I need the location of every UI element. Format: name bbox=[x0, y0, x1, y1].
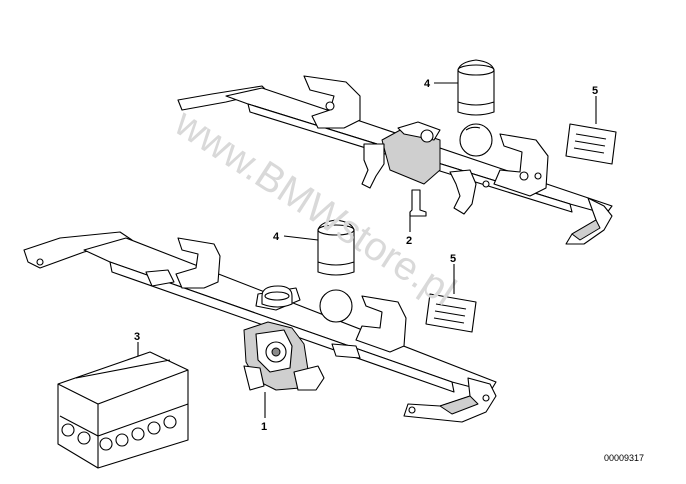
callout-1: 1 bbox=[261, 392, 267, 433]
callout-4-upper: 4 bbox=[424, 78, 458, 90]
parts-box bbox=[57, 351, 189, 469]
ball-cover-cap-lower bbox=[317, 219, 355, 276]
svg-text:5: 5 bbox=[450, 253, 456, 265]
svg-text:5: 5 bbox=[592, 85, 598, 97]
callout-5-upper: 5 bbox=[592, 85, 598, 124]
callout-2: 2 bbox=[406, 212, 412, 247]
type-plate-upper bbox=[565, 123, 617, 165]
svg-text:1: 1 bbox=[261, 421, 267, 433]
cable-ends-row bbox=[61, 415, 177, 451]
svg-text:3: 3 bbox=[134, 331, 140, 343]
svg-text:4: 4 bbox=[273, 231, 280, 243]
type-plate-lower bbox=[425, 293, 477, 333]
svg-text:4: 4 bbox=[424, 78, 431, 90]
ball-cover-cap-upper bbox=[457, 59, 495, 116]
tow-bar-assembly-upper bbox=[177, 75, 613, 245]
callout-5-lower: 5 bbox=[450, 253, 456, 294]
tow-bar-assembly-lower bbox=[23, 231, 497, 423]
svg-text:2: 2 bbox=[406, 235, 412, 247]
callout-3: 3 bbox=[134, 331, 140, 356]
callout-4-lower: 4 bbox=[273, 231, 319, 243]
drawing-code: 00009317 bbox=[604, 453, 644, 463]
